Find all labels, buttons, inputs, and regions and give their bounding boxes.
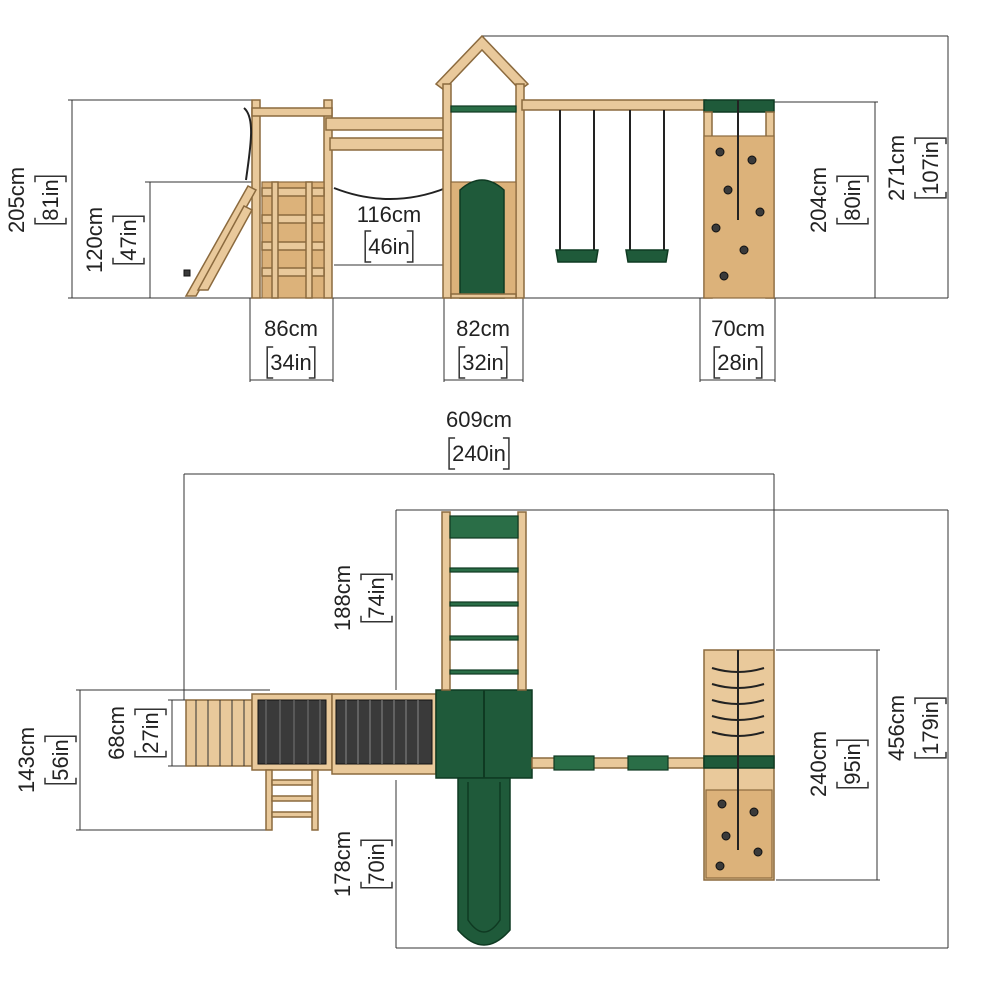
- bridge-width-cm: 68cm: [104, 706, 129, 760]
- total-depth-cm: 456cm: [884, 695, 909, 761]
- slide-length-cm: 178cm: [330, 831, 355, 897]
- inch-bracket: [836, 175, 869, 225]
- top-ladder: [441, 511, 527, 691]
- climbing-ramp: [183, 107, 258, 297]
- side-view: 205cm 81in 120cm 47in 116cm 46in 86cm 34…: [4, 34, 949, 382]
- tower1-width-in: 34in: [270, 350, 312, 375]
- climbing-wall: [703, 99, 775, 299]
- swing-beam-top: [531, 755, 705, 771]
- inch-bracket: [458, 346, 508, 379]
- total-depth-in: 179in: [918, 701, 943, 755]
- total-width-in: 240in: [452, 441, 506, 466]
- total-width-cm: 609cm: [446, 407, 512, 432]
- ladder-length-cm: 188cm: [330, 565, 355, 631]
- inch-bracket: [360, 573, 393, 623]
- tower-1: [251, 99, 333, 299]
- bridge-length-cm: 116cm: [357, 202, 421, 227]
- inch-bracket: [360, 839, 393, 889]
- tower-height-in: 81in: [38, 179, 63, 221]
- tower-height-cm: 205cm: [4, 167, 29, 233]
- left-depth-in: 56in: [48, 739, 73, 781]
- inch-bracket: [112, 215, 145, 265]
- slide-length-in: 70in: [364, 843, 389, 885]
- ladder-length-in: 74in: [364, 577, 389, 619]
- swing-depth-in: 95in: [840, 743, 865, 785]
- platform-height-in: 47in: [116, 219, 141, 261]
- total-height-in: 107in: [918, 141, 943, 195]
- climbing-wall-top: [703, 649, 775, 881]
- left-depth-cm: 143cm: [14, 727, 39, 793]
- inch-bracket: [134, 708, 167, 758]
- tower2-width-in: 32in: [462, 350, 504, 375]
- wall-width-in: 28in: [717, 350, 759, 375]
- wall-width-cm: 70cm: [711, 316, 765, 341]
- inch-bracket: [44, 735, 77, 785]
- bridge-length-in: 46in: [368, 234, 410, 259]
- tower-2: [434, 34, 530, 299]
- tower-2-roof: [435, 689, 533, 779]
- inch-bracket: [266, 346, 316, 379]
- inch-bracket: [914, 137, 947, 199]
- inch-bracket: [713, 346, 763, 379]
- bridge-width-in: 27in: [138, 712, 163, 754]
- tower2-width-cm: 82cm: [456, 316, 510, 341]
- tower-1-ladder: [265, 769, 319, 831]
- swing-depth-cm: 240cm: [806, 731, 831, 797]
- swing-beam: [521, 99, 707, 263]
- bridge-top: [331, 693, 437, 775]
- wall-height-in: 80in: [840, 179, 865, 221]
- tower1-width-cm: 86cm: [264, 316, 318, 341]
- slide-top: [457, 777, 511, 946]
- left-deck: [185, 699, 253, 767]
- top-view: 609cm 240in 188cm 74in 178cm 70in 143cm …: [14, 407, 949, 949]
- inch-bracket: [34, 175, 67, 225]
- tower-1-top: [251, 693, 333, 771]
- inch-bracket: [448, 437, 510, 470]
- wall-height-cm: 204cm: [806, 167, 831, 233]
- platform-height-cm: 120cm: [82, 207, 107, 273]
- inch-bracket: [914, 697, 947, 759]
- inch-bracket: [364, 230, 414, 263]
- total-height-cm: 271cm: [884, 135, 909, 201]
- bridge-frame: [325, 117, 449, 200]
- inch-bracket: [836, 739, 869, 789]
